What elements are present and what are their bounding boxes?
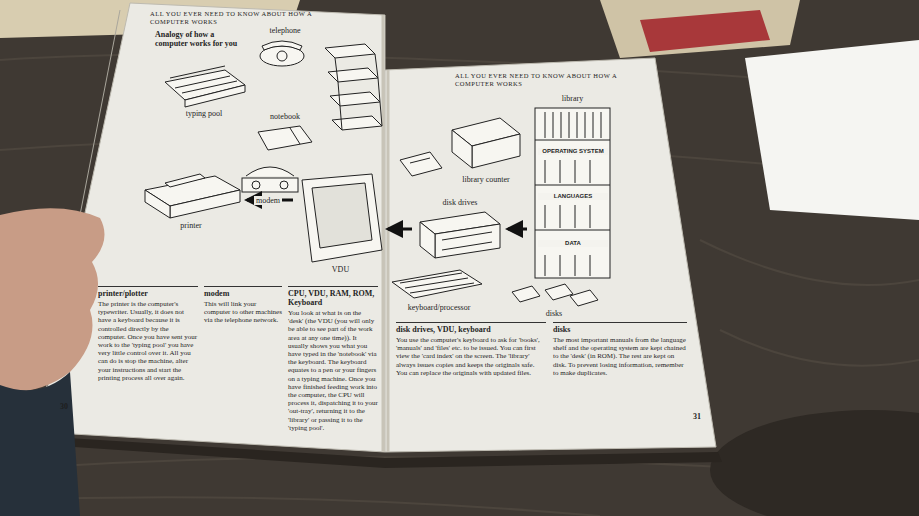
calculator-sketch: [400, 152, 442, 176]
item-label: disks: [544, 309, 564, 318]
tray: [325, 44, 375, 58]
vdu-item: VDU: [296, 170, 385, 274]
text-column: disksThe most important manuals from the…: [553, 322, 687, 377]
disk-drives-item: disk drives: [415, 198, 505, 260]
running-head: ALL YOU EVER NEED TO KNOW ABOUT HOW A CO…: [455, 72, 645, 88]
bookcase: [535, 108, 610, 278]
book-gutter: [383, 15, 388, 452]
telephone-item: telephone: [252, 26, 318, 70]
page-number: 31: [693, 412, 701, 421]
printer-item: printer: [138, 168, 244, 230]
loose-paper: [745, 40, 919, 220]
item-label: notebook: [268, 112, 302, 121]
keyboard-sketch: [392, 270, 482, 298]
column-heading: CPU, VDU, RAM, ROM, Keyboard: [288, 289, 378, 307]
typewriter-front: [185, 85, 245, 107]
book-spines: [545, 112, 601, 138]
typewriter-keys: [170, 66, 237, 93]
tray: [328, 68, 378, 82]
column-body: This will link your computer to other ma…: [204, 300, 282, 325]
keyboard-item: keyboard/processor: [385, 264, 493, 312]
column-body: The most important manuals from the lang…: [553, 336, 687, 377]
text-column: CPU, VDU, RAM, ROM, KeyboardYou look at …: [288, 286, 378, 432]
notebook-item: notebook: [252, 112, 318, 154]
diagram-title: Analogy of how a computer works for you: [155, 30, 247, 48]
column-heading: disk drives, VDU, keyboard: [396, 325, 546, 334]
item-label: VDU: [330, 265, 351, 274]
column-body: The printer is the computer's typewriter…: [98, 300, 198, 382]
disk: [512, 286, 540, 302]
keyboard-keys: [400, 273, 474, 293]
back-book: [600, 0, 800, 58]
pencil: [290, 128, 300, 144]
shelf-label: LANGUAGES: [538, 193, 608, 200]
shelves: [535, 140, 610, 230]
sleeve: [0, 372, 80, 516]
hand: [0, 208, 105, 392]
monitor-screen: [312, 183, 372, 248]
phone-handset: [262, 41, 302, 50]
typing-pool-item: typing pool: [158, 62, 250, 118]
shelf-label: OPERATING SYSTEM: [538, 148, 608, 155]
line-illustrations: [145, 41, 610, 306]
column-heading: printer/plotter: [98, 289, 198, 298]
item-label: library: [560, 94, 585, 103]
shelf-label: DATA: [538, 240, 608, 247]
flow-arrow: [508, 228, 527, 231]
page-number: 30: [60, 402, 68, 411]
drive-side: [420, 222, 435, 258]
item-label: typing pool: [184, 109, 225, 118]
counter-side: [452, 130, 472, 168]
library-counter-item: library counter: [445, 112, 527, 184]
item-label: keyboard/processor: [406, 303, 473, 312]
phone-dial: [277, 51, 287, 61]
running-head: ALL YOU EVER NEED TO KNOW ABOUT HOW A CO…: [150, 10, 340, 26]
right-page: [385, 58, 716, 452]
book-spines: [545, 160, 590, 276]
tray: [332, 116, 382, 130]
modem-cup: [252, 181, 260, 189]
book-cover: [640, 10, 770, 52]
disks-item: disks: [505, 284, 603, 318]
tray: [330, 92, 380, 106]
table-shadow: [710, 410, 919, 516]
modem-cup: [280, 181, 288, 189]
monitor-casing: [302, 174, 382, 262]
modem-box: [242, 178, 298, 192]
column-heading: modem: [204, 289, 282, 298]
modem-handset: [246, 167, 294, 176]
column-body: You use the computer's keyboard to ask f…: [396, 336, 546, 377]
column-body: You look at what is on the 'desk' (the V…: [288, 309, 378, 432]
notebook-sketch: [258, 126, 312, 150]
item-label: printer: [178, 221, 203, 230]
counter-front: [472, 134, 520, 168]
library-item: library: [530, 94, 615, 282]
printer-front: [170, 190, 240, 218]
printer-paper: [165, 174, 205, 187]
column-heading: disks: [553, 325, 687, 334]
item-label: modem: [254, 196, 282, 205]
text-column: disk drives, VDU, keyboardYou use the co…: [396, 322, 546, 377]
text-column: modemThis will link your computer to oth…: [204, 286, 282, 325]
modem-item: modem: [232, 157, 304, 205]
printer-side: [145, 190, 170, 218]
disk: [545, 284, 573, 300]
drive-slots: [442, 232, 492, 250]
disk: [570, 290, 598, 306]
text-column: printer/plotterThe printer is the comput…: [98, 286, 198, 382]
item-label: disk drives: [441, 198, 480, 207]
item-label: telephone: [267, 26, 302, 35]
drive-front: [435, 224, 500, 258]
item-label: library counter: [460, 175, 511, 184]
calculator-keys: [410, 158, 430, 163]
flow-arrow: [388, 228, 412, 231]
tray-posts: [335, 54, 382, 130]
